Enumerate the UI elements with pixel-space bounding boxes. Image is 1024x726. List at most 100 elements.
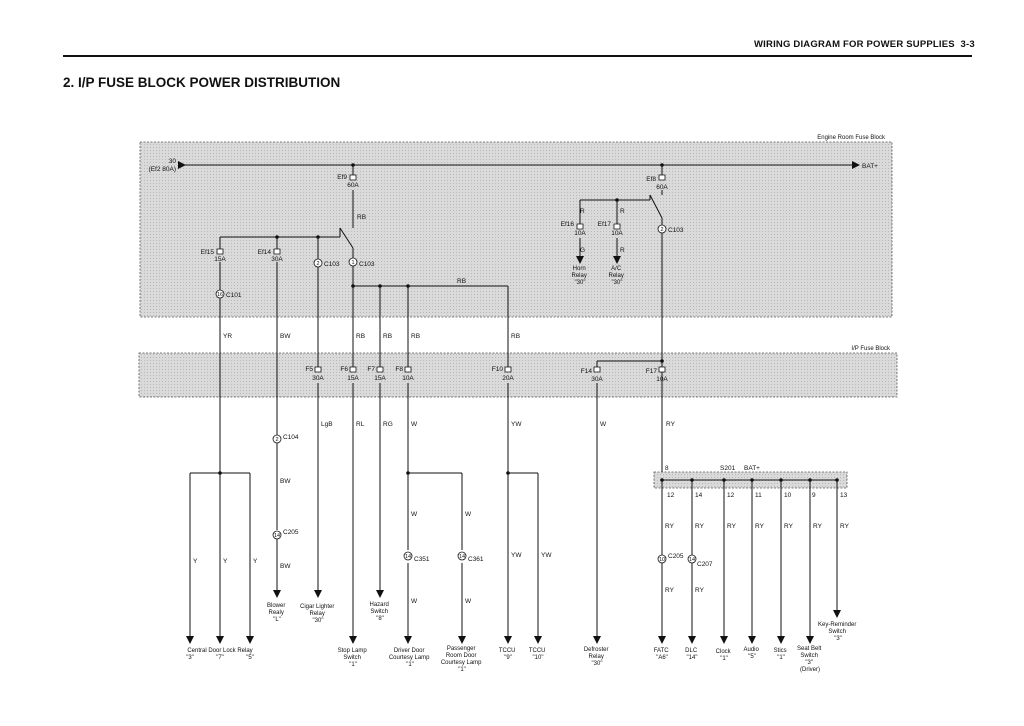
seat-belt-label: Seat Belt Switch "3" (Driver): [797, 646, 823, 673]
fuse-f8-symbol: [404, 366, 412, 373]
ef17-name: Ef17: [598, 221, 612, 228]
s201-pin-5: 10: [784, 492, 792, 499]
bottom-load-arrows: [186, 636, 814, 644]
s201-pin-4: 11: [755, 492, 762, 499]
wire-rb-ef9: RB: [357, 214, 366, 221]
c207-name: C207: [697, 561, 713, 568]
c103b-pin: 1: [351, 260, 354, 266]
ip-block-label: I/P Fuse Block: [851, 346, 891, 352]
f8-amp: 10A: [402, 375, 414, 382]
s201-pin-3: 12: [727, 492, 735, 499]
key-reminder-arrow: [833, 610, 841, 618]
fuse-f5-symbol: [314, 366, 322, 373]
fuse-ef8-symbol: [658, 174, 666, 181]
c104-pin: 2: [275, 437, 278, 443]
passenger-door-label: Passenger Room Door Courtesy Lamp "1": [441, 646, 483, 673]
c103a-name: C103: [324, 261, 340, 268]
s201-pin-7: 13: [840, 492, 848, 499]
fuse-ef9-symbol: [349, 174, 357, 181]
page-title: 2. I/P FUSE BLOCK POWER DISTRIBUTION: [63, 75, 341, 90]
f14-name: F14: [581, 368, 593, 375]
f8-name: F8: [395, 366, 403, 373]
wire-w-pass1: W: [465, 511, 472, 518]
blower-relay-arrow: [273, 590, 281, 598]
wire-ry-f17: RY: [666, 421, 676, 428]
f6-amp: 15A: [347, 375, 359, 382]
horn-relay-arrow: [576, 256, 584, 264]
c101-pin: 16: [217, 292, 223, 298]
wire-y-3: Y: [253, 558, 258, 565]
c361-name: C361: [468, 556, 484, 563]
header-rule: [63, 55, 972, 57]
ef17-amp: 10A: [611, 230, 623, 237]
ip-fuse-block: [138, 352, 898, 398]
wire-g-horn: G: [580, 247, 585, 254]
s201-label: S201: [720, 465, 736, 472]
c361-pin: 14: [459, 554, 465, 560]
fuse-ef14-symbol: [273, 248, 281, 255]
wire-ry-6: RY: [813, 523, 823, 530]
wire-bw-low: BW: [280, 563, 291, 570]
c207-pin: 14: [689, 557, 695, 563]
f5-amp: 30A: [312, 375, 324, 382]
wire-rb-bus: RB: [457, 278, 466, 285]
fuse-f7-symbol: [376, 366, 384, 373]
c103c-name: C103: [668, 227, 684, 234]
wire-y-1: Y: [193, 558, 198, 565]
blower-relay-label: Blower Realy "L": [267, 603, 287, 623]
c104-name: C104: [283, 434, 299, 441]
stop-lamp-label: Stop Lamp Switch "1": [338, 648, 369, 668]
wire-yw-f10: YW: [511, 421, 522, 428]
ef16-name: Ef16: [561, 221, 575, 228]
c101-name: C101: [226, 292, 242, 299]
f6-name: F6: [340, 366, 348, 373]
c103b-name: C103: [359, 261, 375, 268]
wire-yw-tccu1: YW: [511, 552, 522, 559]
dlc-label: DLC "14": [685, 648, 699, 661]
c103a-pin: 2: [316, 261, 319, 267]
page-number: 3-3: [960, 39, 975, 50]
fuse-ef16-symbol: [576, 223, 584, 230]
wire-yw-tccu2: YW: [541, 552, 552, 559]
c205a-pin: 14: [274, 533, 280, 539]
s201-pin-2: 14: [695, 492, 703, 499]
f17-name: F17: [646, 368, 658, 375]
driver-door-label: Driver Door Courtesy Lamp "1": [389, 648, 431, 668]
cigar-lighter-label: Cigar Lighter Relay "30": [300, 604, 336, 624]
bat-plus-arrow: [852, 161, 860, 169]
wire-lgb: LgB: [321, 421, 333, 428]
wire-w-pass2: W: [465, 598, 472, 605]
wire-ry-7: RY: [840, 523, 850, 530]
header-section-title: WIRING DIAGRAM FOR POWER SUPPLIES 3-3: [754, 39, 975, 50]
ac-relay-arrow: [613, 256, 621, 264]
c351-name: C351: [414, 556, 430, 563]
wire-r-ac: R: [620, 247, 625, 254]
fuse-f6-symbol: [349, 366, 357, 373]
wire-ry-3: RY: [727, 523, 737, 530]
wire-rb-f6: RB: [356, 333, 365, 340]
c103c-pin: 2: [660, 227, 663, 233]
ac-relay-label: A/C Relay "30": [608, 266, 625, 286]
ef14-name: Ef14: [258, 249, 272, 256]
ef9-amp: 60A: [347, 182, 359, 189]
wire-ry-8: RY: [665, 587, 675, 594]
wire-ry-2: RY: [695, 523, 705, 530]
wire-w-driver1: W: [411, 511, 418, 518]
tccu-9-label: TCCU "9": [499, 648, 517, 661]
hazard-switch-label: Hazard Switch "8": [369, 602, 390, 622]
wire-bw-mid: BW: [280, 478, 291, 485]
s201-pin-1: 12: [667, 492, 675, 499]
c205b-name: C205: [668, 553, 684, 560]
fuse-f14-symbol: [593, 366, 601, 373]
f10-name: F10: [492, 366, 504, 373]
fuse-f10-symbol: [504, 366, 512, 373]
c205b-pin: 10: [659, 557, 665, 563]
central-pin-1: "3": [186, 655, 194, 661]
clock-label: Clock "1": [716, 649, 733, 662]
wire-yr: YR: [223, 333, 232, 340]
wire-ry-1: RY: [665, 523, 675, 530]
fuse-ef17-symbol: [613, 223, 621, 230]
key-reminder-label: Key-Reminder Switch "3": [818, 622, 858, 642]
ef15-name: Ef15: [201, 249, 215, 256]
section-title: WIRING DIAGRAM FOR POWER SUPPLIES: [754, 39, 955, 50]
